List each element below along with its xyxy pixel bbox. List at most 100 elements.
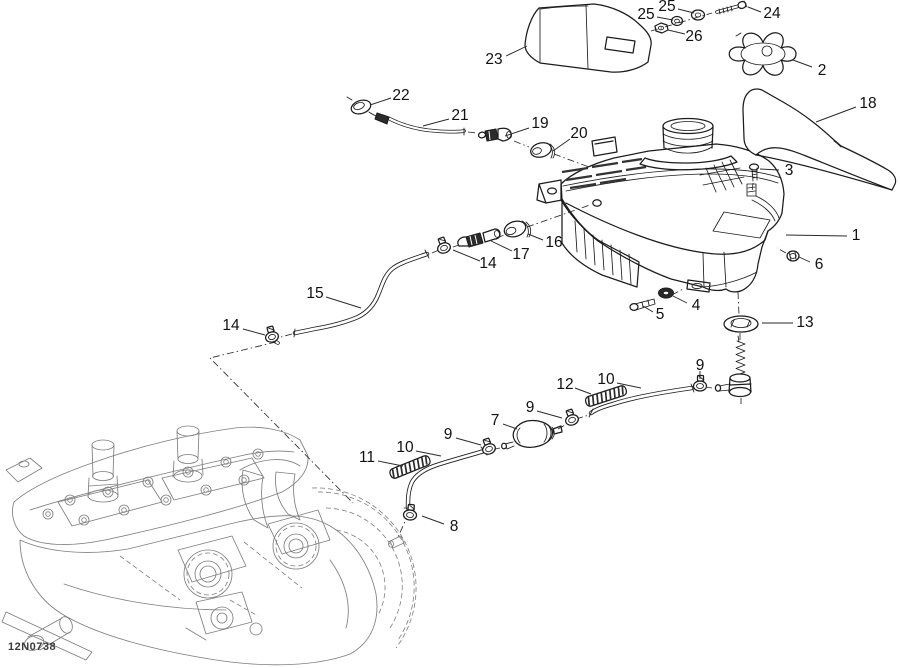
carb-flange (267, 509, 331, 570)
callout-leader-11 (377, 460, 404, 467)
fastener-axis-line (650, 12, 713, 32)
callout-label-10: 10 (396, 439, 414, 456)
callout-label-14: 14 (222, 317, 240, 334)
callout-leader-19 (504, 127, 530, 137)
callout-label-2: 2 (818, 62, 827, 79)
callout-leader-20 (552, 138, 571, 152)
callout-leader-21 (422, 118, 450, 127)
callout-label-9: 9 (444, 426, 453, 443)
output-shaft (23, 616, 73, 651)
callout-label-23: 23 (485, 51, 502, 68)
callout-label-19: 19 (531, 115, 548, 132)
check-valve-7 (500, 419, 563, 450)
oil-pickup (714, 335, 752, 398)
callout-leader-25 (656, 16, 674, 21)
hose-clamp-14a (437, 236, 451, 254)
oil-supply-hose-right (588, 383, 695, 418)
hose-clamp-8 (402, 503, 418, 521)
tank-top-bracket (591, 136, 618, 157)
hose-clamp-9c (482, 437, 496, 455)
tank-cap-knob-2 (728, 32, 797, 76)
callout-label-8: 8 (450, 518, 459, 535)
callout-leader-8 (421, 515, 445, 525)
callout-label-13: 13 (796, 314, 813, 331)
washer-25a (690, 9, 706, 21)
callout-label-5: 5 (656, 306, 665, 323)
callout-leader-17 (490, 240, 513, 252)
oil-supply-hose-left (403, 446, 488, 511)
callout-label-1: 1 (852, 227, 861, 244)
engine-oil-nipple (389, 535, 405, 549)
hose15-to-engine-axis (209, 333, 354, 504)
head-nuts (42, 448, 264, 526)
callout-label-25: 25 (637, 6, 654, 23)
heat-shield-23 (524, 3, 652, 73)
callout-label-12: 12 (556, 376, 573, 393)
callout-leader-1 (785, 234, 848, 237)
grommet-16 (503, 220, 532, 238)
callout-label-18: 18 (859, 95, 876, 112)
exhaust-stub (5, 457, 43, 483)
callout-leader-9 (536, 410, 563, 419)
screw-3 (748, 163, 760, 193)
protective-sleeve-12 (584, 385, 628, 407)
tank-bottom-tab (686, 279, 711, 293)
flywheel-housing (311, 487, 417, 649)
bolt-24 (715, 0, 748, 15)
side-panel-18 (742, 88, 897, 191)
callout-label-4: 4 (692, 297, 701, 314)
vent-axis-lines (467, 131, 590, 168)
callout-leader-14 (452, 249, 481, 262)
callout-leader-25 (677, 8, 695, 14)
callout-leader-2 (792, 59, 813, 68)
callout-leader-23 (505, 45, 528, 57)
filler-neck (639, 117, 738, 171)
callout-leader-5 (642, 305, 654, 313)
callout-label-25: 25 (658, 0, 675, 15)
tank-mount-hole (592, 199, 602, 207)
callout-leader-26 (667, 29, 686, 35)
callout-label-3: 3 (785, 162, 794, 179)
oil-pump (185, 591, 263, 641)
tank-top-ribs (561, 157, 647, 190)
callout-label-11: 11 (359, 449, 375, 466)
callout-label-14: 14 (479, 255, 497, 272)
engine-oil-nipple-end (388, 540, 394, 548)
hose15-to-tank-axis (431, 204, 591, 254)
hose-clamp-9b (565, 408, 579, 426)
callout-label-26: 26 (685, 28, 702, 45)
callout-label-15: 15 (306, 285, 323, 302)
washer-25b (670, 15, 684, 27)
callout-label-9: 9 (696, 357, 705, 374)
washer-4 (658, 287, 674, 299)
callout-leader-18 (815, 106, 857, 123)
tank-lower-pocket (561, 198, 640, 288)
mounting-rail (1, 611, 93, 661)
callout-label-10: 10 (597, 371, 615, 388)
hose-clamp-14b (264, 325, 280, 343)
engine-assembly (1, 425, 417, 666)
hose-clamp-9a (692, 374, 708, 392)
tank-neck-struts (699, 159, 757, 197)
spark-plug (87, 439, 119, 503)
vent-cap-22 (346, 96, 390, 125)
tank-left-bracket (536, 179, 563, 204)
callout-leader-12 (574, 387, 592, 395)
callout-leader-24 (747, 6, 762, 13)
bolt-5 (629, 288, 684, 312)
grommet-20 (530, 142, 556, 159)
callout-label-24: 24 (763, 5, 781, 22)
callout-leader-4 (672, 295, 688, 304)
callout-label-20: 20 (570, 125, 588, 142)
grommet-13 (723, 315, 759, 333)
callout-leader-10 (616, 382, 642, 389)
drawing-code: 12N0738 (8, 641, 56, 653)
carb-flange (177, 535, 247, 599)
callout-label-16: 16 (545, 234, 562, 251)
callout-label-21: 21 (451, 107, 468, 124)
callout-leader-15 (325, 296, 362, 309)
oil-tank (536, 117, 785, 293)
